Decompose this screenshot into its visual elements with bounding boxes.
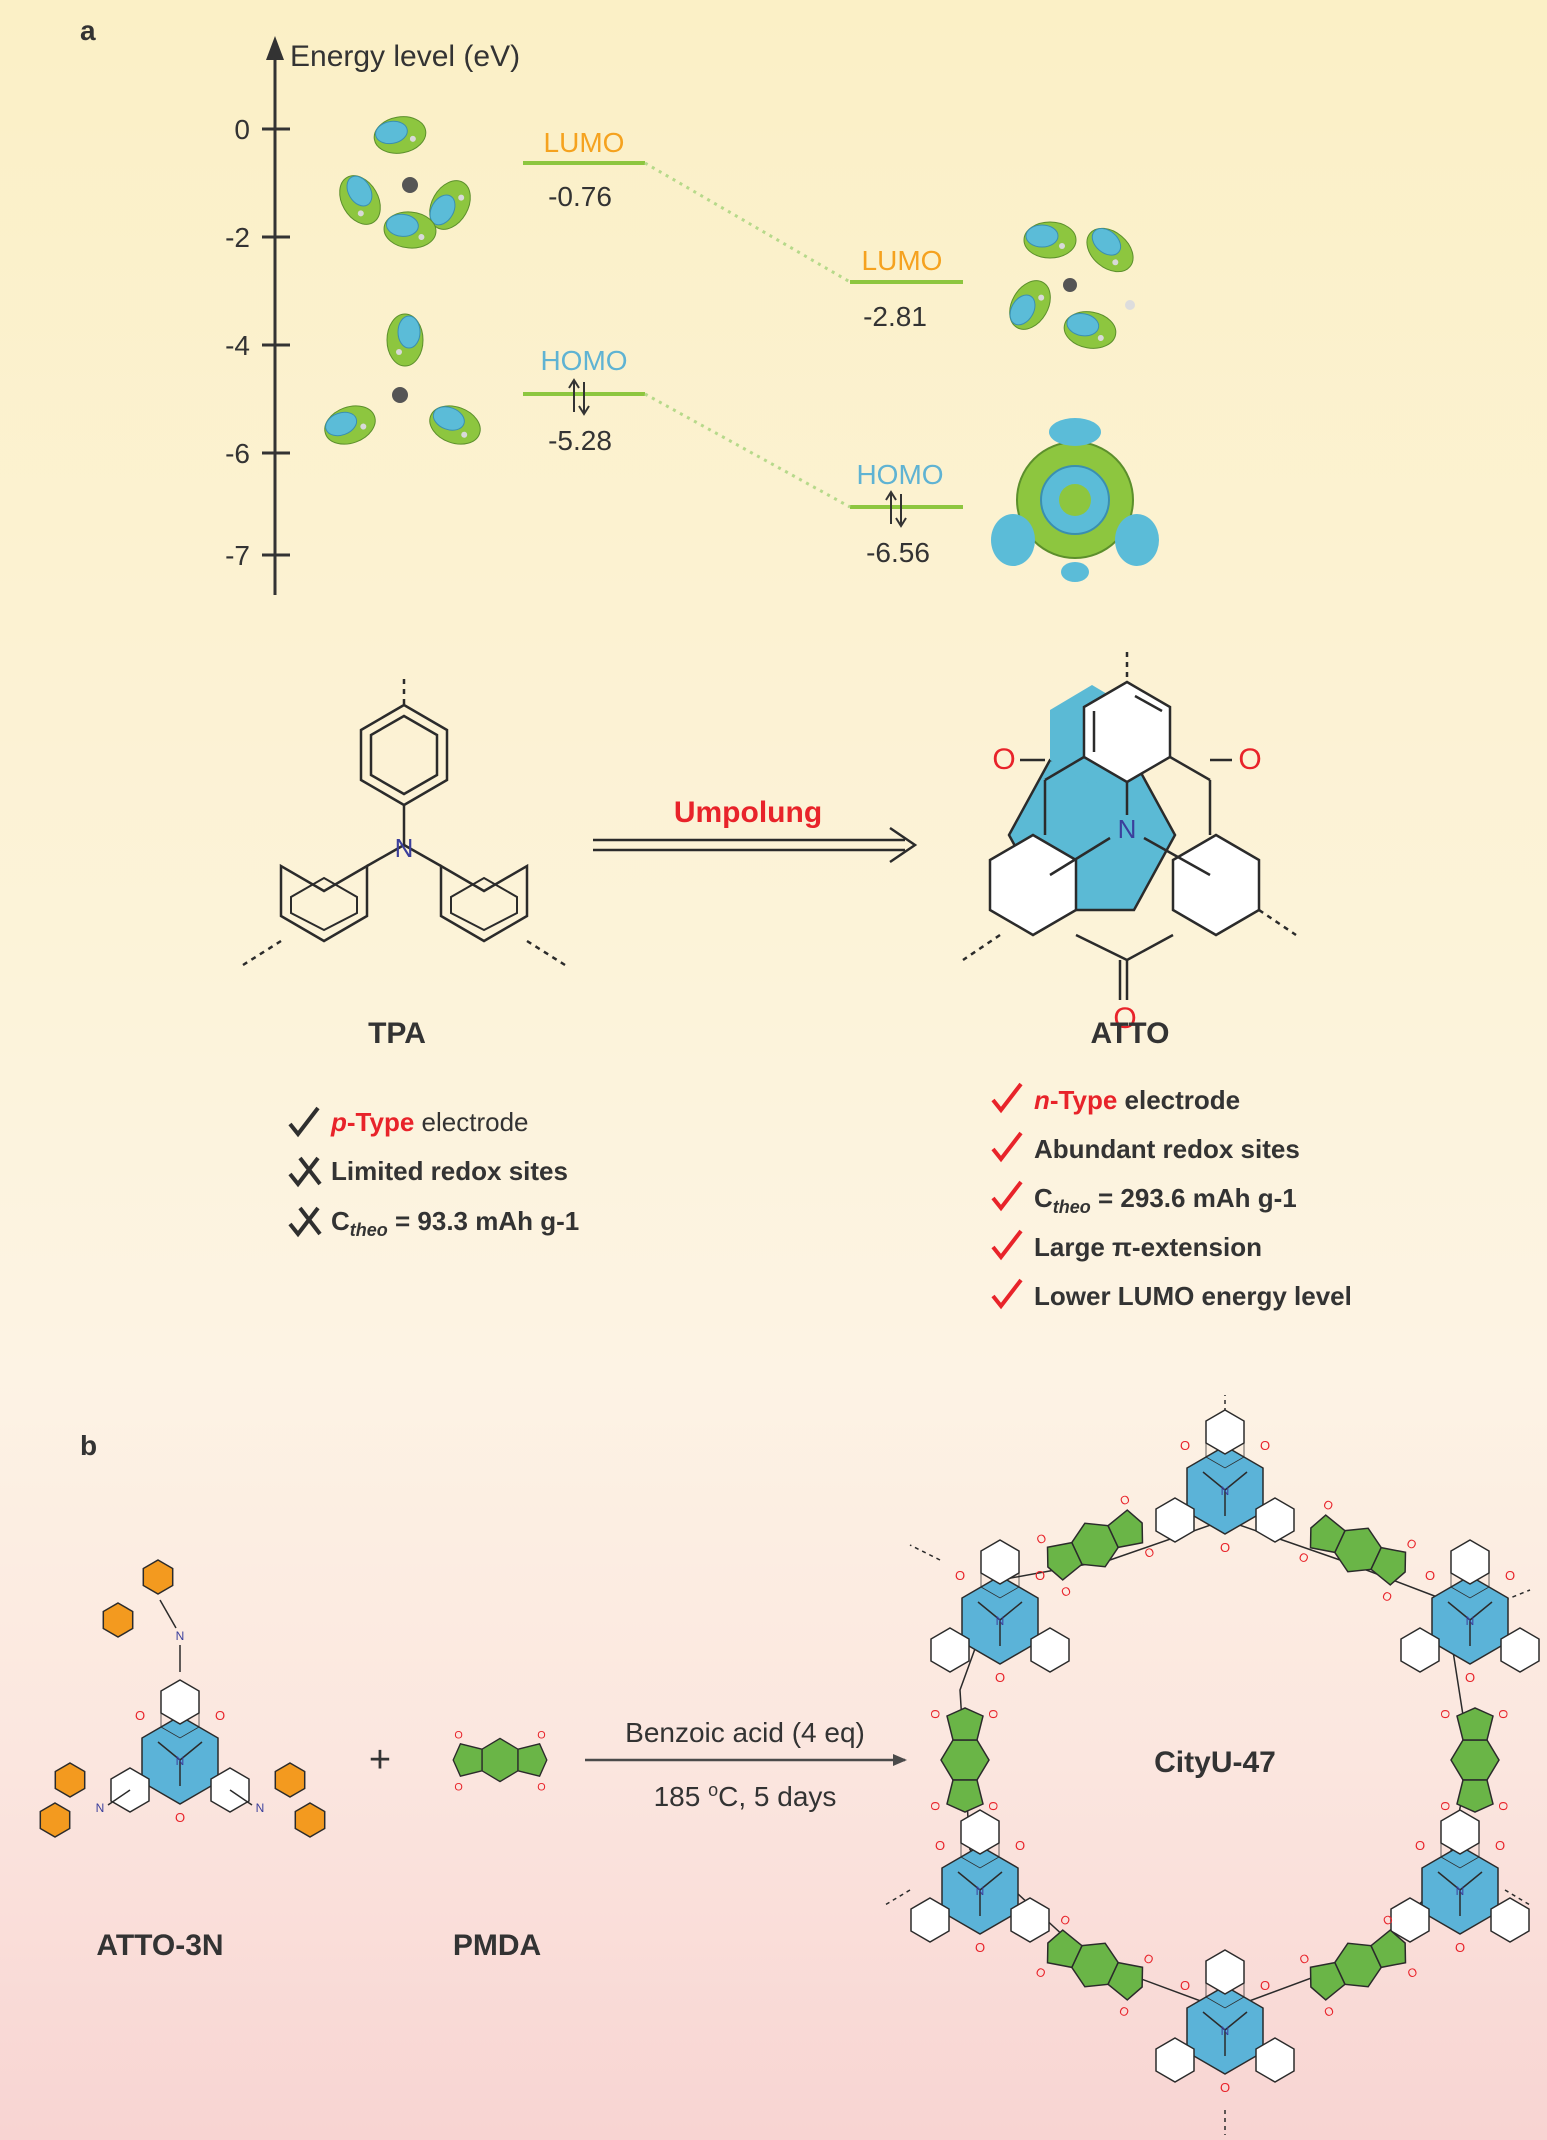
tpa-homo-level: HOMO -5.28 bbox=[523, 345, 645, 456]
umpolung-label: Umpolung bbox=[674, 796, 822, 829]
tpa-homo-value: -5.28 bbox=[548, 425, 612, 456]
atto-capacity-value: = 293.6 mAh g-1 bbox=[1091, 1183, 1297, 1213]
atto-feature-1-colored: -Type bbox=[1050, 1085, 1117, 1115]
check-icon bbox=[991, 1278, 1023, 1310]
product-name: CityU-47 bbox=[1154, 1746, 1276, 1779]
tpa-feature-1-plain: electrode bbox=[414, 1107, 528, 1137]
tpa-lumo-value: -0.76 bbox=[548, 181, 612, 212]
axis-tick-label: -6 bbox=[225, 438, 250, 469]
atto-homo-level: HOMO -6.56 bbox=[850, 459, 963, 568]
tpa-lumo-label: LUMO bbox=[544, 127, 625, 158]
tpa-feature-1: p-Type electrode bbox=[330, 1107, 529, 1137]
atto-feature-3: Ctheo = 293.6 mAh g-1 bbox=[1034, 1183, 1297, 1217]
atto-oxygen-atom: O bbox=[1238, 743, 1261, 776]
umpolung-arrow: Umpolung bbox=[593, 796, 918, 864]
check-cross-icon bbox=[288, 1206, 322, 1238]
reagent-2-name: PMDA bbox=[453, 1929, 541, 1962]
svg-text:N: N bbox=[176, 1629, 185, 1643]
cityu-47-framework bbox=[884, 1395, 1540, 2135]
electron-pair-icon bbox=[568, 378, 590, 416]
atto-feature-2: Abundant redox sites bbox=[1034, 1134, 1300, 1164]
tpa-lumo-level: LUMO -0.76 bbox=[523, 127, 645, 212]
conditions-rest: C, 5 days bbox=[718, 1781, 836, 1812]
axis-tick-label: -7 bbox=[225, 540, 250, 571]
tpa-name: TPA bbox=[368, 1017, 426, 1050]
atto-3n-structure: N N N bbox=[39, 1559, 326, 1838]
axis-arrow-icon bbox=[266, 36, 284, 60]
atto-nitrogen-atom: N bbox=[1118, 814, 1137, 844]
tpa-capacity-symbol: C bbox=[331, 1206, 350, 1236]
atto-capacity-subscript: theo bbox=[1053, 1197, 1091, 1217]
energy-axis: Energy level (eV) 0 -2 -4 -6 -7 bbox=[225, 36, 520, 595]
atto-oxygen-atom: O bbox=[1113, 1002, 1136, 1035]
conditions-line-2: 185 oC, 5 days bbox=[654, 1780, 837, 1812]
tpa-nitrogen-atom: N bbox=[395, 833, 414, 863]
electron-pair-icon bbox=[885, 490, 907, 528]
plus-sign: + bbox=[369, 1739, 391, 1781]
atto-lumo-label: LUMO bbox=[862, 245, 943, 276]
svg-text:N: N bbox=[96, 1801, 105, 1815]
reagent-1-name: ATTO-3N bbox=[96, 1929, 223, 1962]
tpa-feature-list: p-Type electrode Limited redox sites Cth… bbox=[288, 1106, 579, 1240]
atto-feature-5: Lower LUMO energy level bbox=[1034, 1281, 1352, 1311]
atto-lumo-value: -2.81 bbox=[863, 301, 927, 332]
atto-capacity-symbol: C bbox=[1034, 1183, 1053, 1213]
check-icon bbox=[991, 1082, 1023, 1114]
check-icon bbox=[288, 1106, 320, 1138]
conditions-temperature: 185 bbox=[654, 1781, 709, 1812]
tpa-feature-2: Limited redox sites bbox=[331, 1156, 568, 1186]
atto-feature-1: n-Type electrode bbox=[1034, 1085, 1240, 1115]
tpa-capacity-value: = 93.3 mAh g-1 bbox=[388, 1206, 579, 1236]
axis-tick-label: 0 bbox=[234, 114, 250, 145]
reaction-arrow: Benzoic acid (4 eq) 185 oC, 5 days bbox=[585, 1717, 907, 1812]
tpa-structure bbox=[242, 679, 566, 967]
atto-name: ATTO bbox=[1091, 1017, 1170, 1050]
tpa-feature-3: Ctheo = 93.3 mAh g-1 bbox=[331, 1206, 579, 1240]
conditions-line-1: Benzoic acid (4 eq) bbox=[625, 1717, 865, 1748]
tpa-feature-1-colored: -Type bbox=[347, 1107, 414, 1137]
svg-text:N: N bbox=[256, 1801, 265, 1815]
check-cross-icon bbox=[288, 1156, 322, 1188]
panel-a-background bbox=[0, 0, 1547, 1380]
atto-feature-1-prefix: n bbox=[1034, 1085, 1050, 1115]
conditions-degree: o bbox=[708, 1780, 718, 1800]
tpa-lumo-orbital-image bbox=[330, 112, 480, 251]
tpa-capacity-subscript: theo bbox=[350, 1220, 388, 1240]
panel-a-label: a bbox=[80, 15, 96, 46]
atto-feature-list: n-Type electrode Abundant redox sites Ct… bbox=[991, 1082, 1352, 1311]
tpa-homo-label: HOMO bbox=[540, 345, 627, 376]
axis-tick-label: -2 bbox=[225, 222, 250, 253]
atto-homo-value: -6.56 bbox=[866, 537, 930, 568]
axis-title: Energy level (eV) bbox=[290, 40, 520, 73]
atto-homo-label: HOMO bbox=[856, 459, 943, 490]
tpa-homo-orbital-image bbox=[318, 313, 487, 452]
atto-oxygen-atom: O bbox=[992, 743, 1015, 776]
check-icon bbox=[991, 1180, 1023, 1212]
check-icon bbox=[991, 1131, 1023, 1163]
check-icon bbox=[991, 1229, 1023, 1261]
atto-lumo-orbital-image bbox=[1000, 218, 1142, 353]
atto-feature-1-plain: electrode bbox=[1117, 1085, 1240, 1115]
axis-tick-label: -4 bbox=[225, 330, 250, 361]
atto-structure: N O O O bbox=[962, 652, 1297, 1035]
tpa-feature-1-prefix: p bbox=[330, 1107, 347, 1137]
atto-lumo-level: LUMO -2.81 bbox=[850, 245, 963, 332]
atto-feature-4: Large π-extension bbox=[1034, 1232, 1262, 1262]
atto-homo-orbital-image bbox=[991, 418, 1159, 582]
panel-b-label: b bbox=[80, 1430, 97, 1461]
